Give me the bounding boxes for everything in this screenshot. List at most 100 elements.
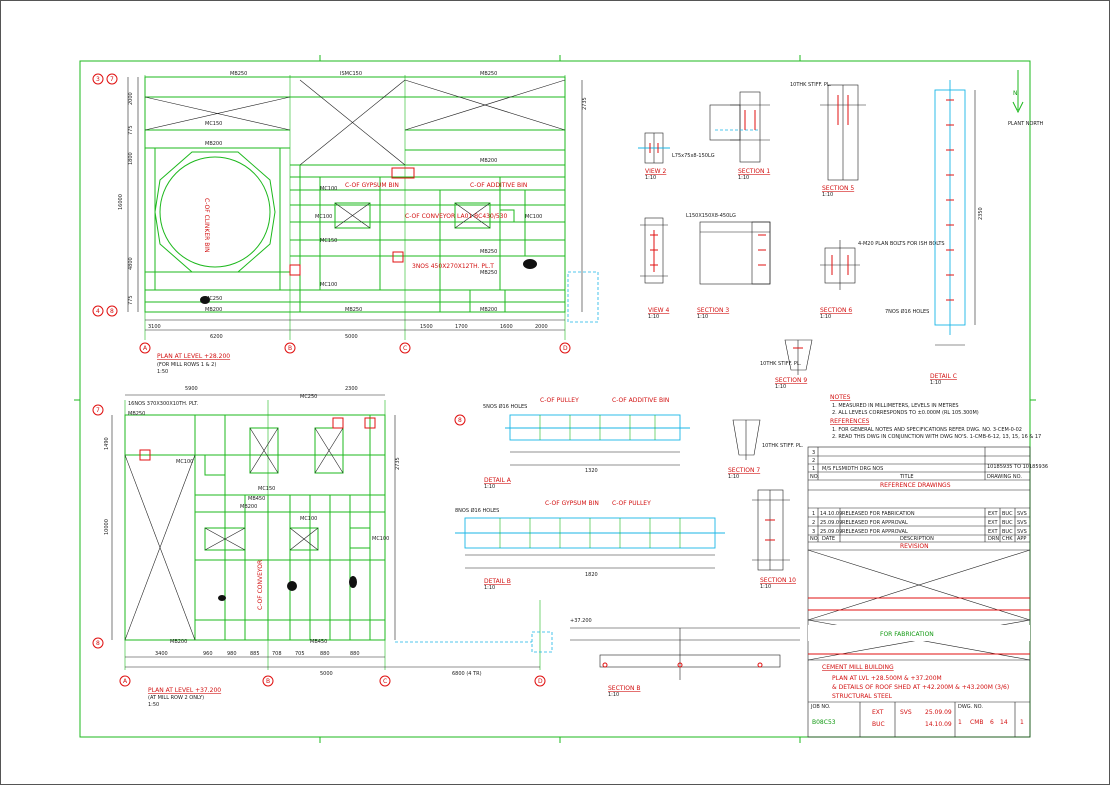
beam-label: MC100	[320, 282, 337, 288]
side-dim: 2735	[582, 97, 588, 110]
grid-bubble: C	[383, 678, 387, 685]
ref-no: 3	[812, 450, 815, 456]
beam-label: MB450	[310, 639, 327, 645]
rev-date: 25.09.09	[820, 529, 842, 535]
detail-views: VIEW 2 1:10 L75x75x8-150LG SECTION 1 1:1…	[455, 70, 1044, 698]
date-issued: 25.09.09	[925, 709, 952, 716]
plan-level-28200: MB250 ISMC150 MB250 MC150 MB200 MB200 MC…	[92, 71, 599, 375]
detailB-label: C-OF GYPSUM BIN	[545, 500, 599, 507]
view2-title: VIEW 2	[645, 168, 667, 175]
detailA-holes: 5NOS Ø16 HOLES	[483, 403, 527, 410]
rev-head-desc: DESCRIPTION	[900, 536, 934, 542]
top-dim: 2300	[345, 386, 358, 392]
side-dim: 1800	[128, 152, 134, 165]
side-dim: 775	[128, 125, 134, 135]
beam-label: MB200	[205, 141, 222, 147]
section3-scale: 1:10	[697, 314, 708, 320]
beam-label: MC100	[176, 459, 193, 465]
rev-c: SVS	[1017, 520, 1027, 526]
beam-label: MC100	[315, 214, 332, 220]
drawing-frame	[79, 60, 1031, 738]
bay-dim: 1600	[500, 324, 513, 330]
beam-label: MB200	[170, 639, 187, 645]
grid-bubble: B	[288, 345, 292, 352]
grid-bubble: 8	[96, 640, 100, 647]
rev-c: SVS	[1017, 529, 1027, 535]
job-number: B08C53	[812, 719, 836, 726]
bay-dim: 2000	[535, 324, 548, 330]
side-dim: 16000	[118, 194, 124, 210]
checked-by: BUC	[872, 721, 885, 728]
beam-label: MB200	[480, 158, 497, 164]
bay-dim: 880	[320, 651, 330, 657]
bay-dim: 5000	[345, 334, 358, 340]
grid-bubble: 8	[458, 417, 462, 424]
rev-date: 14.10.09	[820, 511, 842, 517]
plan2-subtitle: (AT MILL ROW 2 ONLY)	[148, 695, 204, 701]
rev-desc: RELEASED FOR FABRICATION	[842, 511, 915, 517]
detailC-title: DETAIL C	[930, 373, 957, 380]
side-dim: 2735	[395, 457, 401, 470]
rev-a: EXT	[988, 511, 998, 517]
rev-no: 2	[812, 520, 815, 526]
rev-desc: RELEASED FOR APPROVAL	[842, 520, 908, 526]
plan-level-37200: MB250 MC100 MB200 MC150 MC100 MB450 MB45…	[92, 386, 553, 708]
title-line: PLAN AT LVL +28.500M & +37.200M	[832, 675, 942, 682]
rev-no: 3	[812, 529, 815, 535]
ref-no: 2	[812, 458, 815, 464]
rev-head-no: NO.	[810, 536, 819, 542]
reference-item: 2. READ THIS DWG IN CONJUNCTION WITH DWG…	[832, 434, 1041, 440]
beam-label: MB450	[248, 496, 265, 502]
section10-title: SECTION 10	[760, 577, 796, 584]
beam-label: MC250	[205, 296, 222, 302]
rev-a: EXT	[988, 520, 998, 526]
rev-c: SVS	[1017, 511, 1027, 517]
note-label: 3NOS 450X270X12TH. PL.T	[412, 263, 494, 270]
detailC-scale: 1:10	[930, 380, 941, 386]
section9-title: SECTION 9	[775, 377, 807, 384]
job-label: JOB NO.	[810, 704, 831, 710]
north-arrow-sub: PLANT NORTH	[1008, 121, 1044, 127]
rev-head-a: DRN	[988, 536, 999, 542]
level-mark: +37.200	[570, 618, 592, 624]
bay-dim: 960	[203, 651, 213, 657]
grid-bubble: D	[563, 345, 568, 352]
bay-dim: 3400	[155, 651, 168, 657]
section3-title: SECTION 3	[697, 307, 729, 314]
detailB-title: DETAIL B	[484, 578, 511, 585]
plan2-title: PLAN AT LEVEL +37.200	[148, 687, 221, 694]
approved-by: SVS	[900, 709, 912, 716]
section9-scale: 1:10	[775, 384, 786, 390]
detailC-holes: 7NOS Ø16 HOLES	[885, 308, 929, 315]
note-label: C-OF CLINKER BIN	[203, 198, 210, 253]
title-block: 3 2 1 M/S FLSMIDTH DRG NOS 10185935 TO 1…	[807, 446, 1048, 738]
beam-label: ISMC150	[340, 71, 362, 77]
grid-bubble: 4	[96, 308, 100, 315]
side-dim: 1490	[104, 437, 110, 450]
dwg-part: CMB	[970, 719, 983, 726]
beam-label: MC150	[205, 121, 222, 127]
beam-label: MB200	[480, 307, 497, 313]
side-dim: 10000	[104, 519, 110, 535]
detailB-holes: 8NOS Ø16 HOLES	[455, 507, 499, 514]
bay-dim: 1500	[420, 324, 433, 330]
view4-title: VIEW 4	[648, 307, 670, 314]
date-revised: 14.10.09	[925, 721, 952, 728]
bay-dim: 708	[272, 651, 282, 657]
ref-title: M/S FLSMIDTH DRG NOS	[822, 466, 883, 472]
revision-heading: REVISION	[900, 543, 929, 550]
detailA-scale: 1:10	[484, 484, 495, 490]
rev-b: BUC	[1002, 511, 1013, 517]
bay-dim: 705	[295, 651, 305, 657]
drawn-by: EXT	[872, 709, 884, 716]
ref-no: 1	[812, 466, 815, 472]
side-dim: 2000	[128, 92, 134, 105]
grid-bubble: A	[143, 345, 148, 352]
rev-head-b: CHK	[1002, 536, 1013, 542]
section6-scale: 1:10	[820, 314, 831, 320]
beam-label: MB200	[240, 504, 257, 510]
dwg-part: 14	[1000, 719, 1008, 726]
note-label: C-OF ADDITIVE BIN	[470, 182, 527, 189]
top-dim: 5900	[185, 386, 198, 392]
plan1-scale: 1:50	[157, 369, 168, 375]
